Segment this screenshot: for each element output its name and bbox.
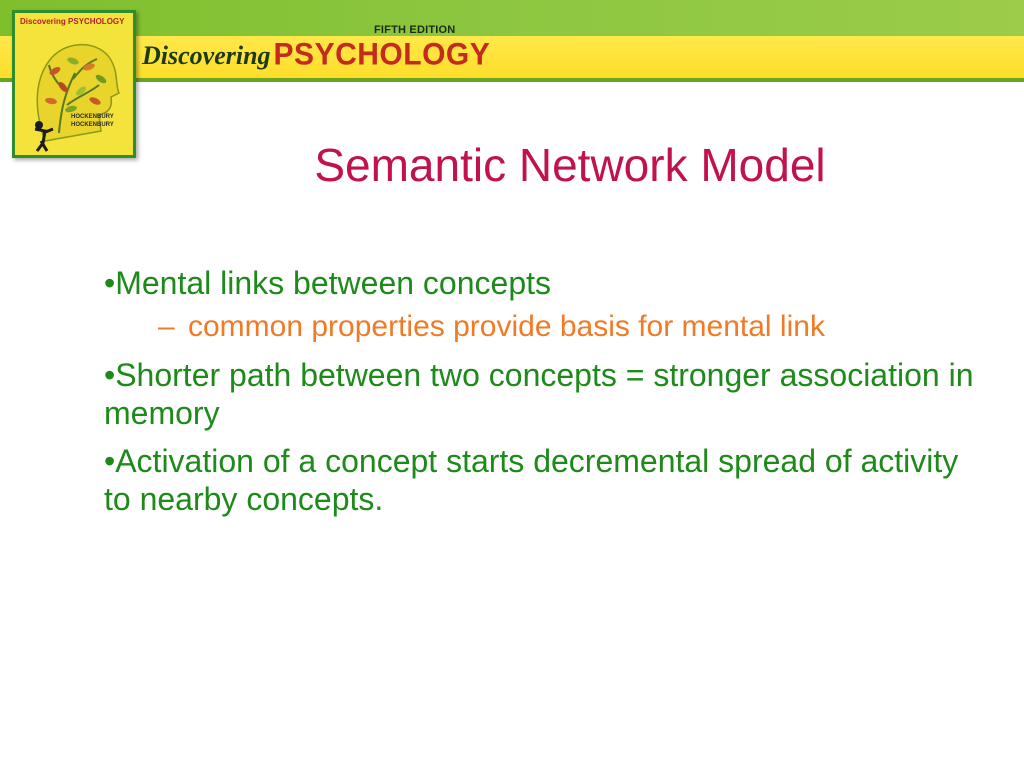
book-cover-illustration <box>34 43 121 152</box>
cover-authors: HOCKENBURY HOCKENBURY <box>71 113 131 129</box>
header-divider <box>0 78 1024 82</box>
header-green-band <box>0 0 1024 36</box>
bullet-3: •Activation of a concept starts decremen… <box>104 443 959 517</box>
header-yellow-band <box>0 36 1024 78</box>
sub-bullet-text: common properties provide basis for ment… <box>188 310 825 343</box>
sub-bullet-marker: – <box>158 310 175 343</box>
cover-author-2: HOCKENBURY <box>71 122 114 128</box>
brand-word-psychology: PSYCHOLOGY <box>273 37 491 72</box>
sub-bullet-1: – common properties provide basis for me… <box>104 308 984 346</box>
bullet-2: •Shorter path between two concepts = str… <box>104 357 974 431</box>
brand-logo: Discovering PSYCHOLOGY <box>142 37 491 78</box>
book-cover-image: Discovering PSYCHOLOGY HOCKENBURY HOCKEN… <box>12 10 136 158</box>
cover-title: Discovering PSYCHOLOGY <box>20 17 125 26</box>
brand-word-discovering: Discovering <box>142 41 271 70</box>
slide-body: •Mental links between concepts – common … <box>104 264 984 518</box>
edition-label: FIFTH EDITION <box>374 24 456 36</box>
slide-title: Semantic Network Model <box>314 139 826 191</box>
cover-author-1: HOCKENBURY <box>71 114 114 120</box>
bullet-1: •Mental links between concepts <box>104 265 551 301</box>
